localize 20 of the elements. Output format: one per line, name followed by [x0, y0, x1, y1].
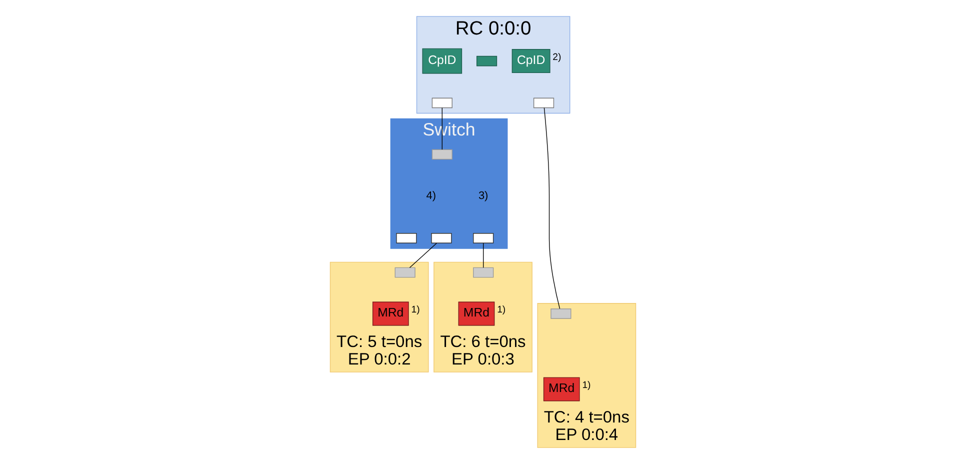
- node-box: CpID: [422, 48, 462, 74]
- node-label: 2): [552, 52, 561, 63]
- connector: [482, 242, 484, 268]
- node-box: [550, 308, 571, 319]
- node-box: [430, 233, 452, 244]
- node-label: 1): [410, 304, 420, 316]
- node-box: [431, 98, 452, 108]
- connector: [543, 107, 560, 310]
- node-box: [532, 98, 554, 108]
- label: 4): [426, 190, 436, 202]
- node-box: [431, 149, 452, 160]
- node-label: 1): [496, 304, 506, 316]
- node-label: 1): [582, 380, 590, 391]
- node-box: [396, 233, 416, 244]
- node-box: [472, 233, 494, 244]
- node-box: [394, 267, 415, 278]
- node-box: [476, 56, 497, 66]
- label: 3): [478, 190, 488, 202]
- node-box: [472, 267, 494, 278]
- connector: [408, 242, 437, 268]
